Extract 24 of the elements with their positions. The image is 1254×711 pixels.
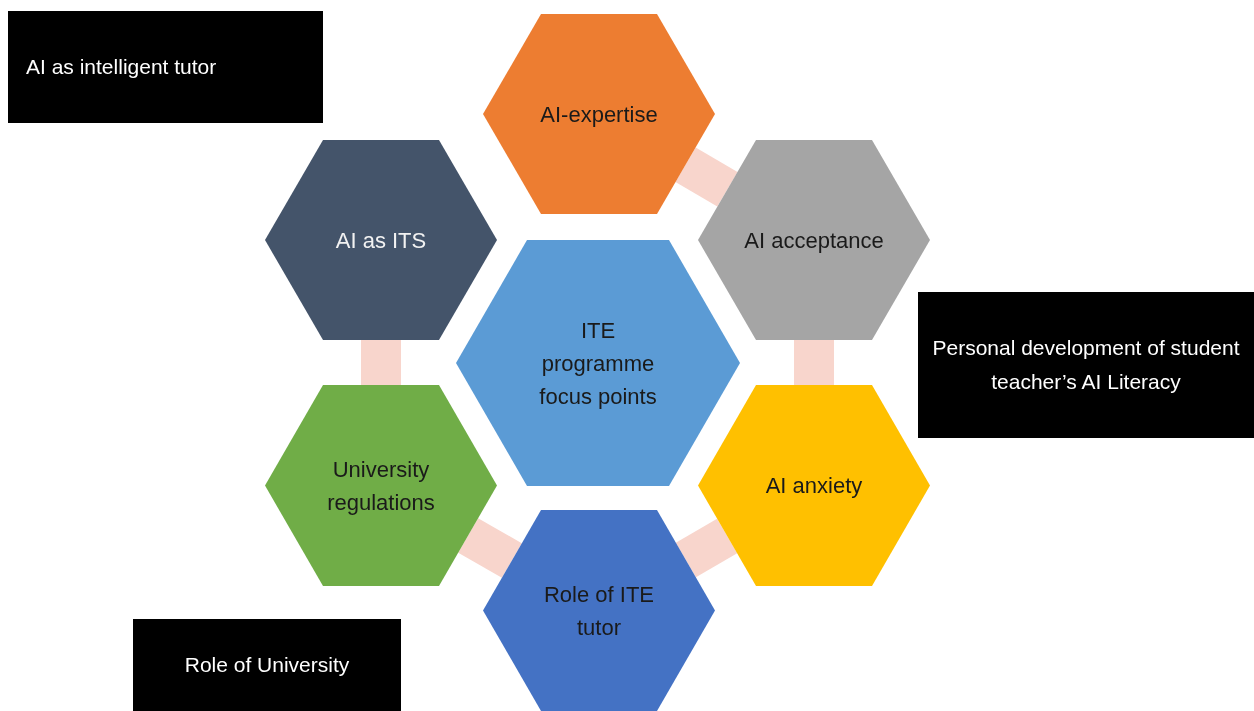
- hexagon-shape: [456, 240, 740, 486]
- hexagon-shape: [698, 385, 930, 586]
- connector-band: [675, 518, 738, 578]
- hexagon-shape: [265, 385, 497, 586]
- hexagon-shape: [698, 140, 930, 340]
- connector-band: [675, 147, 738, 207]
- label-box: [918, 292, 1254, 438]
- hexagon-label: Role of ITE tutor: [542, 580, 655, 642]
- hexagon-label: AI as ITS: [335, 226, 427, 255]
- hexagon-label: AI-expertise: [540, 100, 658, 129]
- label-box: [133, 619, 401, 711]
- hexagon-shape: [483, 510, 715, 711]
- hexagon-label: University regulations: [326, 455, 436, 517]
- hexagon-label: AI anxiety: [765, 472, 863, 500]
- box-label: AI as intelligent tutor: [26, 54, 217, 81]
- hexagon-label: ITE programme focus points: [538, 316, 658, 411]
- hexagon-shape: [265, 140, 497, 340]
- hexagon-label: AI acceptance: [744, 226, 884, 255]
- box-label: Personal development of student teacher’s AI Literacy: [931, 335, 1241, 395]
- hexagon-shape: [483, 14, 715, 214]
- connector-band: [794, 340, 834, 385]
- label-box: [8, 11, 323, 123]
- box-label: Role of University: [184, 652, 350, 679]
- connector-band: [458, 518, 522, 578]
